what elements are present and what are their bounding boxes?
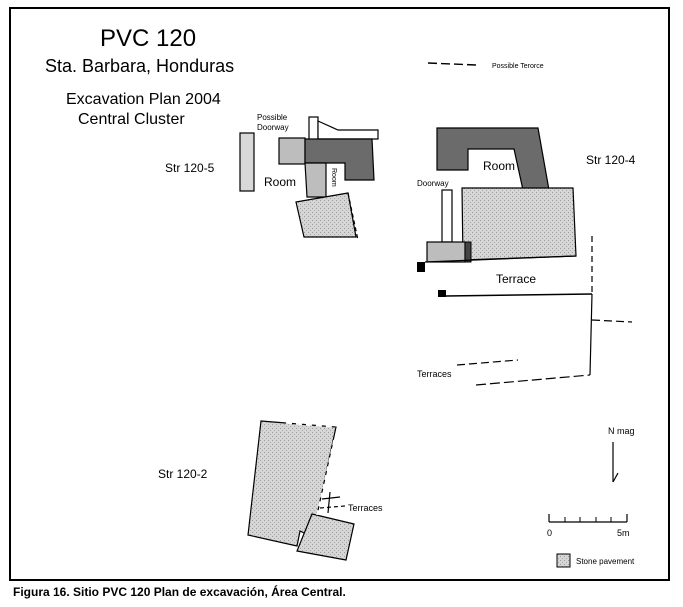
str-120-2-lower-pavement [296, 513, 355, 561]
terraces-low-line [475, 374, 591, 386]
terrace-upper-line [424, 255, 577, 263]
north-arrow [612, 442, 619, 483]
possible-doorway-label-1: Possible [257, 113, 288, 122]
terrace-east-spur [591, 319, 633, 323]
str-120-4-dark-wall [436, 127, 550, 191]
scale-bar [548, 514, 628, 523]
possible-terrace-line [427, 62, 477, 66]
terraces-mid-label: Terraces [417, 369, 452, 379]
scale-bar-start-label: 0 [547, 528, 552, 538]
terraces-low-label: Terraces [348, 503, 383, 513]
str-120-2-dashed-east [316, 439, 335, 516]
room-vertical-label: Room [330, 168, 337, 187]
str-120-2-label: Str 120-2 [158, 467, 208, 481]
terrace-label: Terrace [496, 272, 536, 286]
terraces-tick-1 [321, 496, 341, 500]
terraces-tick-3 [327, 491, 331, 514]
str-120-2-dashed-top [285, 422, 337, 428]
str-120-5-room-corridor [304, 162, 327, 198]
terraces-mid-line [456, 359, 519, 366]
possible-doorway-post [308, 116, 319, 141]
str-120-4-dark-block [464, 241, 472, 263]
possible-terrace-label: Possible Terorce [492, 63, 544, 70]
str-120-4-black-marker-1 [417, 262, 425, 272]
figure-caption: Figura 16. Sitio PVC 120 Plan de excavac… [13, 585, 346, 599]
terrace-lower-line [445, 293, 593, 297]
north-arrow-barb [612, 472, 619, 483]
plan-title-line2: Central Cluster [78, 111, 185, 128]
scale-bar-end-label: 5m [617, 528, 630, 538]
str-120-5-dashed-edge [347, 192, 359, 241]
site-title: PVC 120 [100, 25, 196, 52]
terrace-east-line [589, 293, 593, 376]
str-120-5-stone-pavement [295, 192, 357, 238]
doorway-post [441, 189, 453, 243]
plan-title-line1: Excavation Plan 2004 [66, 91, 221, 108]
room-120-4-label: Room [483, 159, 515, 173]
structure-120-4 [417, 62, 633, 386]
site-location: Sta. Barbara, Honduras [45, 56, 234, 76]
room-120-5-label: Room [264, 175, 296, 189]
str-120-5-west-wall [239, 132, 255, 192]
str-120-4-stone-pavement [461, 187, 577, 261]
str-120-4-label: Str 120-4 [586, 153, 636, 167]
str-120-5-light-block [278, 137, 306, 165]
possible-doorway-label-2: Doorway [257, 123, 289, 132]
str-120-4-black-marker-2 [438, 290, 446, 297]
str-120-4-light-block [426, 241, 466, 263]
legend-stone-pavement-swatch [556, 553, 571, 568]
str-120-5-label: Str 120-5 [165, 161, 215, 175]
str-120-5-north-wall [317, 120, 379, 140]
structure-120-5 [239, 116, 379, 241]
doorway-label: Doorway [417, 179, 449, 188]
north-arrow-label: N mag [608, 426, 635, 436]
legend-stone-pavement-label: Stone pavement [576, 557, 635, 566]
structure-120-2 [247, 420, 355, 561]
